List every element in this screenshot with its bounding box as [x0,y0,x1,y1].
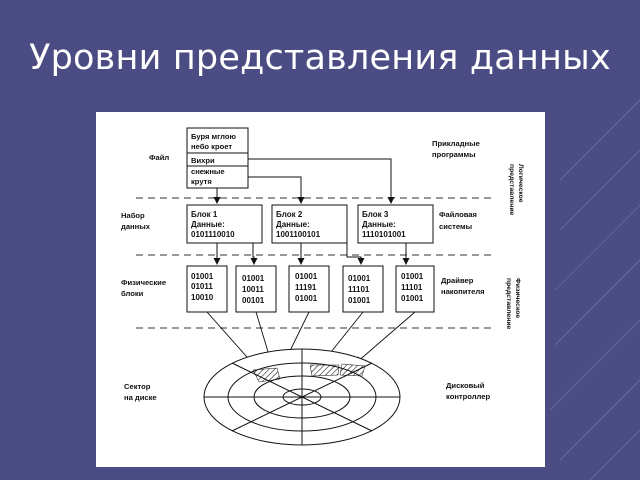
phys-5-line1: 01001 [401,272,424,281]
side-label-logical: Логическое представление [508,164,524,216]
file-record-2-line1: Вихри [191,156,215,165]
data-levels-diagram: Буря мглою небо кроет Вихри снежные крут… [121,127,524,446]
block-2-data-label: Данные: [276,220,310,229]
physical-block-3 [288,265,330,313]
label-sector-line2: на диске [124,393,157,402]
label-phys-line1: Физические [121,278,166,287]
diagram-panel: Буря мглою небо кроет Вихри снежные крут… [96,112,545,467]
label-ctrl-line1: Дисковый [446,381,485,390]
block-1-data-value: 0101110010 [191,230,235,239]
block-2-data-value: 1001100101 [276,230,321,239]
block-1-title: Блок 1 [191,210,218,219]
phys-4-line2: 11101 [348,285,370,294]
file-record-1-line2: небо кроет [191,142,232,151]
label-fs-line2: системы [439,222,472,231]
side-physical-line2: представление [505,278,512,330]
phys-1-line3: 10010 [191,293,214,302]
phys-3-line2: 11191 [295,283,317,292]
label-dataset-line1: Набор [121,211,145,220]
block-3-data-value: 1110101001 [362,230,406,239]
phys-2-line2: 10011 [242,285,264,294]
side-label-physical: Физическое представление [505,278,521,330]
phys-1-line2: 01011 [191,282,213,291]
label-driver-line2: накопителя [441,287,485,296]
phys-2-line3: 00101 [242,296,265,305]
label-sector-line1: Сектор [124,382,151,391]
file-record-2-line2: снежные [191,167,225,176]
phys-1-line1: 01001 [191,272,214,281]
file-record-3-line1: крутя [191,177,212,186]
label-driver-line1: Драйвер [441,276,474,285]
label-app-line1: Прикладные [432,139,480,148]
label-dataset-line2: данных [121,222,151,231]
phys-4-line1: 01001 [348,274,371,283]
phys-4-line3: 01001 [348,296,371,305]
label-phys-line2: блоки [121,289,144,298]
block-3-data-label: Данные: [362,220,396,229]
logical-block-3 [357,204,434,244]
logical-block-2 [271,204,348,244]
block-2-title: Блок 2 [276,210,303,219]
label-app-line2: программы [432,150,476,159]
file-record-1-line1: Буря мглою [191,132,237,141]
physical-block-4 [342,265,384,313]
label-ctrl-line2: контроллер [446,392,491,401]
phys-3-line3: 01001 [295,294,318,303]
disk-platter [203,348,401,446]
background-diagonal-lines [549,99,640,480]
side-logical-line1: Логическое [517,164,524,203]
slide-title: Уровни представления данных [29,38,611,78]
phys-2-line1: 01001 [242,274,265,283]
side-logical-line2: представление [508,164,515,216]
phys-5-line2: 11101 [401,283,423,292]
physical-block-5 [395,265,435,313]
block-1-data-label: Данные: [191,220,225,229]
side-physical-line1: Физическое [514,278,521,318]
block-3-title: Блок 3 [362,210,389,219]
phys-5-line3: 01001 [401,294,424,303]
file-to-block-connectors [213,158,395,204]
block-to-physical-connectors [213,243,410,265]
label-fs-line1: Файловая [439,210,477,219]
label-file: Файл [149,153,169,162]
logical-block-1 [186,204,263,244]
phys-3-line1: 01001 [295,272,318,281]
